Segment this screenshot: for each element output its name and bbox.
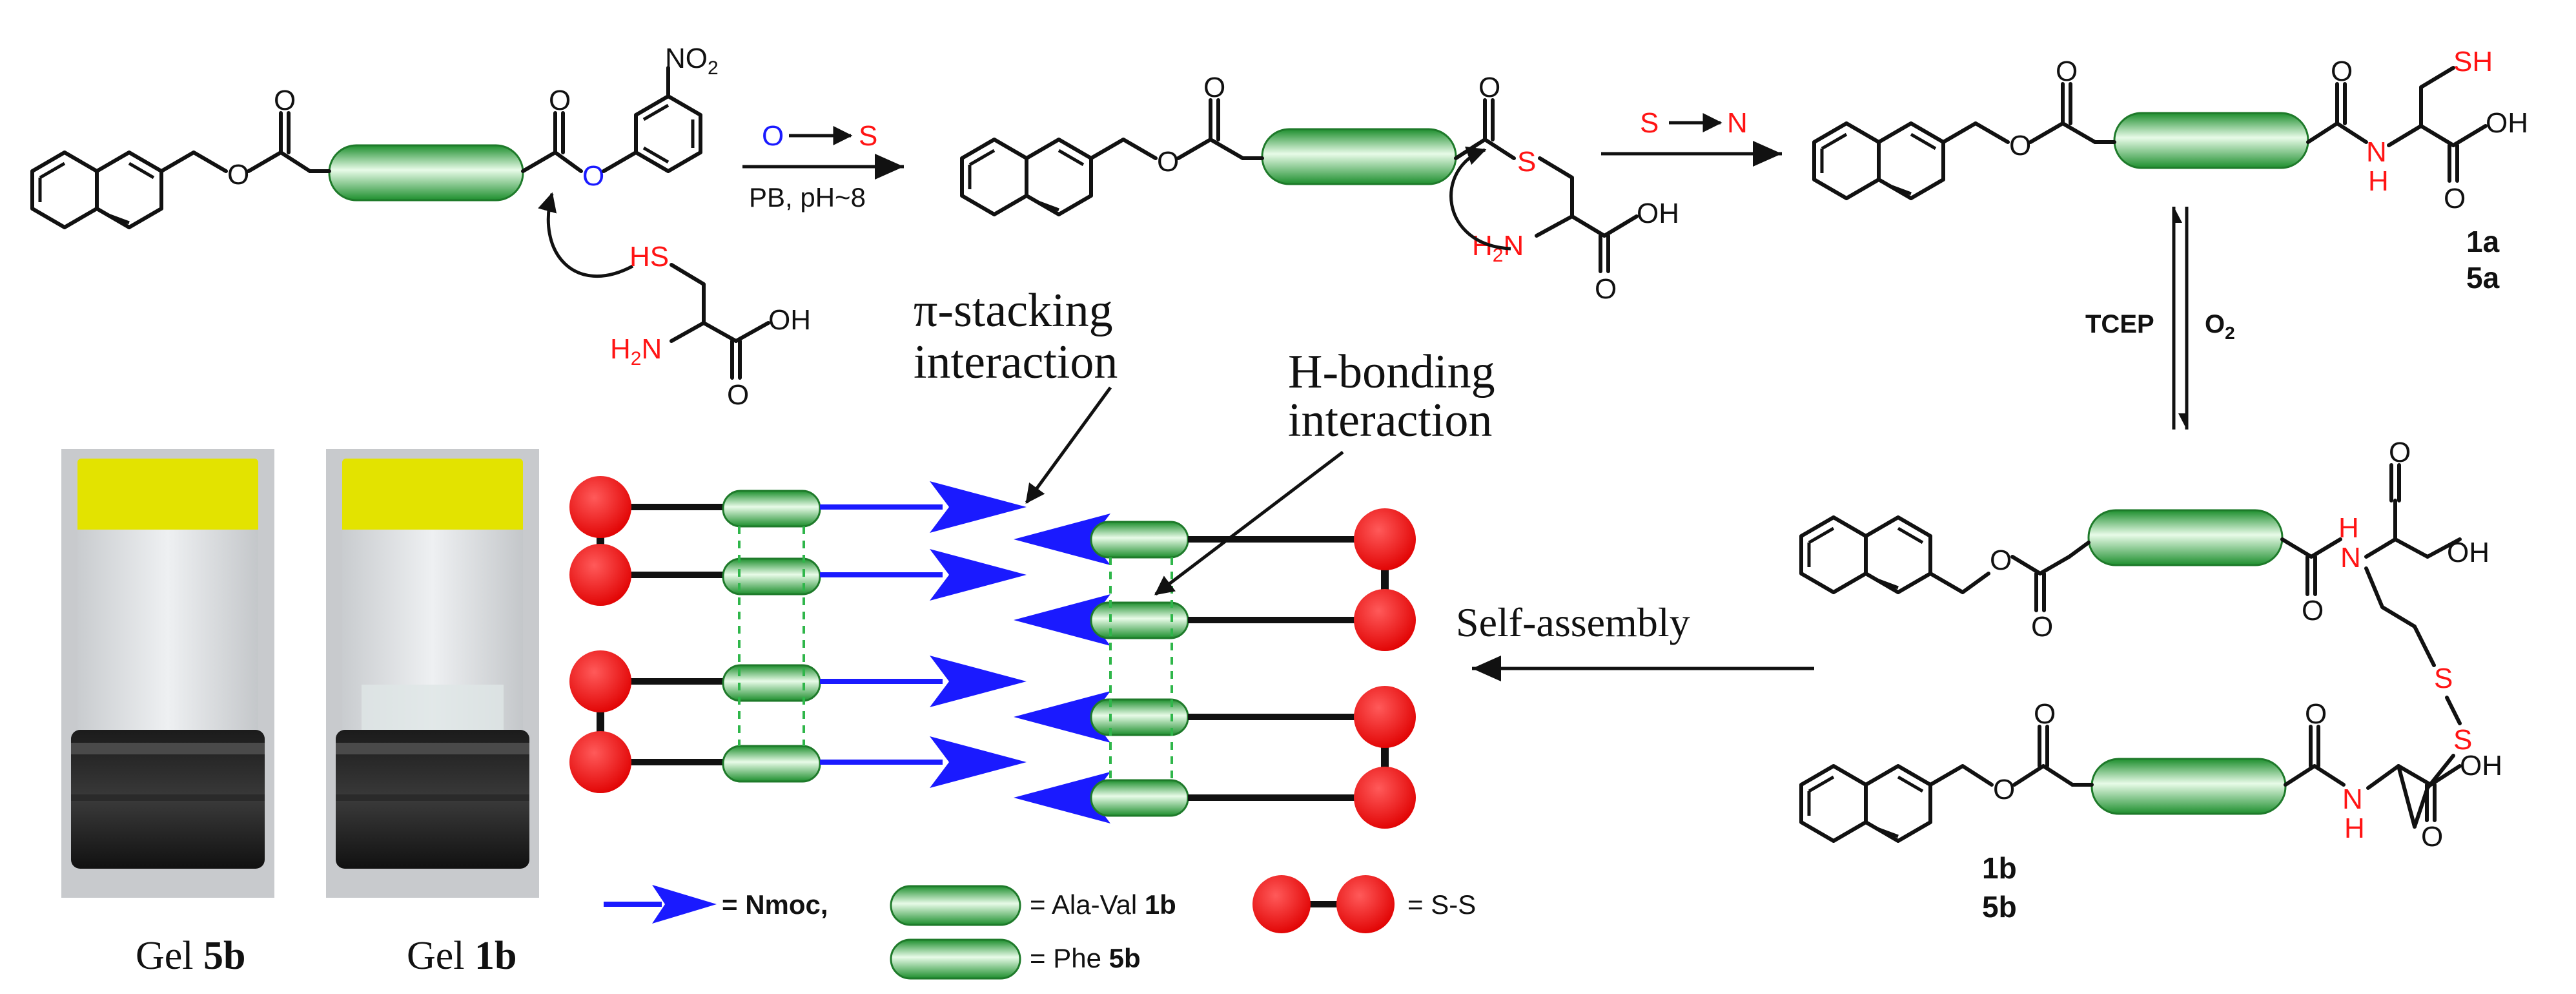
- pill-left-4: [722, 745, 821, 783]
- reagent-n: N: [1727, 107, 1748, 139]
- atom-o: O: [274, 85, 296, 116]
- svg-text:interaction: interaction: [914, 336, 1118, 389]
- atom-o: O: [2302, 595, 2324, 626]
- product-thiol: O O O N H SH OH O 1a 5a: [1812, 46, 2528, 295]
- naphthyl-ester-reactant: O O O O NO2: [30, 43, 719, 278]
- nh-n: N: [2340, 542, 2361, 574]
- atom-s: S: [1517, 146, 1536, 178]
- atom-o: O: [1993, 774, 2015, 805]
- sphere: [1354, 508, 1416, 570]
- label-5a: 5a: [2466, 261, 2500, 295]
- atom-o: O: [549, 85, 571, 116]
- atom-o: O: [1478, 72, 1500, 103]
- pill-right-2: [1090, 601, 1189, 639]
- step1-arrow: O S PB, pH~8: [742, 120, 904, 212]
- atom-o: O: [1595, 273, 1617, 305]
- peptide-pill: [2090, 758, 2287, 815]
- gel5b-caption: Gel 5b: [136, 934, 246, 978]
- label-1b: 1b: [1982, 851, 2017, 885]
- legend-ala-val: = Ala-Val 1b: [1030, 889, 1176, 920]
- nh-n: N: [2342, 783, 2363, 815]
- peptide-pill: [328, 144, 524, 202]
- legend-phe: = Phe 5b: [1030, 943, 1141, 973]
- nh-h: H: [2344, 813, 2365, 844]
- self-assembly-arrow: Self-assembly: [1456, 599, 1814, 681]
- pill-left-2: [722, 557, 821, 595]
- legend-nmoc: = Nmoc,: [722, 889, 828, 920]
- disulfide-dimer-top: O O O H N O OH S S: [1799, 437, 2489, 829]
- atom-o: O: [2444, 183, 2466, 214]
- pill-right-4: [1090, 779, 1189, 817]
- legend-ss: = S-S: [1407, 889, 1476, 920]
- reagent-s: S: [859, 120, 877, 152]
- svg-text:π-stacking: π-stacking: [914, 284, 1113, 337]
- atom-o: O: [2421, 821, 2443, 853]
- oh-label: OH: [2460, 750, 2502, 782]
- self-assembly-label: Self-assembly: [1456, 599, 1690, 645]
- vial-photo-1b: Gel 1b: [326, 449, 539, 978]
- atom-o: O: [2056, 56, 2078, 87]
- atom-o: O: [2009, 130, 2031, 161]
- sphere: [1354, 589, 1416, 651]
- pill-right-3: [1090, 698, 1189, 736]
- oh-label: OH: [2486, 107, 2528, 139]
- step2-arrow: S N: [1601, 107, 1782, 167]
- pill-left-3: [722, 664, 821, 702]
- oh-label: OH: [768, 304, 811, 336]
- atom-s: S: [2434, 663, 2453, 694]
- vial-photo-5b: Gel 5b: [61, 449, 274, 978]
- sphere: [1354, 686, 1416, 748]
- gel1b-caption: Gel 1b: [407, 934, 517, 978]
- atom-o: O: [1157, 146, 1179, 178]
- amine-h2n: H2N: [610, 333, 662, 369]
- assembly-cartoon: [569, 476, 1416, 829]
- atom-o: O: [227, 159, 249, 191]
- svg-text:H-bonding: H-bonding: [1288, 346, 1495, 399]
- label-5b: 5b: [1982, 890, 2017, 924]
- sphere: [569, 650, 631, 712]
- reagent-s: S: [1640, 107, 1659, 139]
- peptide-pill: [2087, 509, 2284, 566]
- pi-stacking-label: π-stacking interaction: [914, 284, 1118, 504]
- sphere: [569, 476, 631, 538]
- atom-s: S: [2453, 724, 2472, 756]
- atom-o: O: [2331, 56, 2353, 87]
- atom-o: O: [582, 160, 604, 192]
- atom-o: O: [2389, 437, 2411, 468]
- sphere: [569, 731, 631, 793]
- atom-o: O: [1203, 72, 1225, 103]
- peptide-pill: [1261, 128, 1457, 185]
- pill-right-1: [1090, 521, 1189, 559]
- atom-o: O: [2034, 698, 2056, 730]
- atom-o: O: [2305, 698, 2327, 730]
- conditions-label: PB, pH~8: [749, 182, 866, 212]
- legend: = Nmoc, = Ala-Val 1b = Phe 5b = S-S: [604, 875, 1476, 980]
- atom-o: O: [727, 379, 749, 411]
- atom-o: O: [1990, 544, 2012, 576]
- nh-n: N: [2366, 136, 2387, 168]
- o2-label: O2: [2205, 310, 2235, 343]
- sphere: [569, 544, 631, 606]
- reagent-o: O: [762, 120, 784, 152]
- sh-label: SH: [2453, 46, 2493, 78]
- peptide-pill: [2113, 112, 2309, 169]
- tcep-label: TCEP: [2085, 310, 2154, 338]
- svg-text:interaction: interaction: [1288, 394, 1492, 447]
- atom-o: O: [2031, 611, 2053, 643]
- pill-left-1: [722, 490, 821, 528]
- oh-label: OH: [2447, 537, 2489, 568]
- nh-h: H: [2338, 512, 2359, 544]
- label-1a: 1a: [2466, 225, 2500, 258]
- oh-label: OH: [1637, 198, 1679, 229]
- h-bonding-label: H-bonding interaction: [1154, 346, 1495, 595]
- thioester-intermediate: O O O S H2N OH O: [960, 72, 1679, 305]
- nh-h: H: [2368, 165, 2389, 197]
- disulfide-dimer-bottom: O O O N H OH O 1b 5b: [1799, 698, 2502, 924]
- hs-label: HS: [629, 241, 669, 273]
- redox-equilibrium: TCEP O2: [2085, 207, 2235, 430]
- sphere: [1354, 767, 1416, 829]
- cysteine-reactant: HS H2N OH O: [610, 241, 811, 411]
- nitro-group: NO2: [665, 43, 719, 79]
